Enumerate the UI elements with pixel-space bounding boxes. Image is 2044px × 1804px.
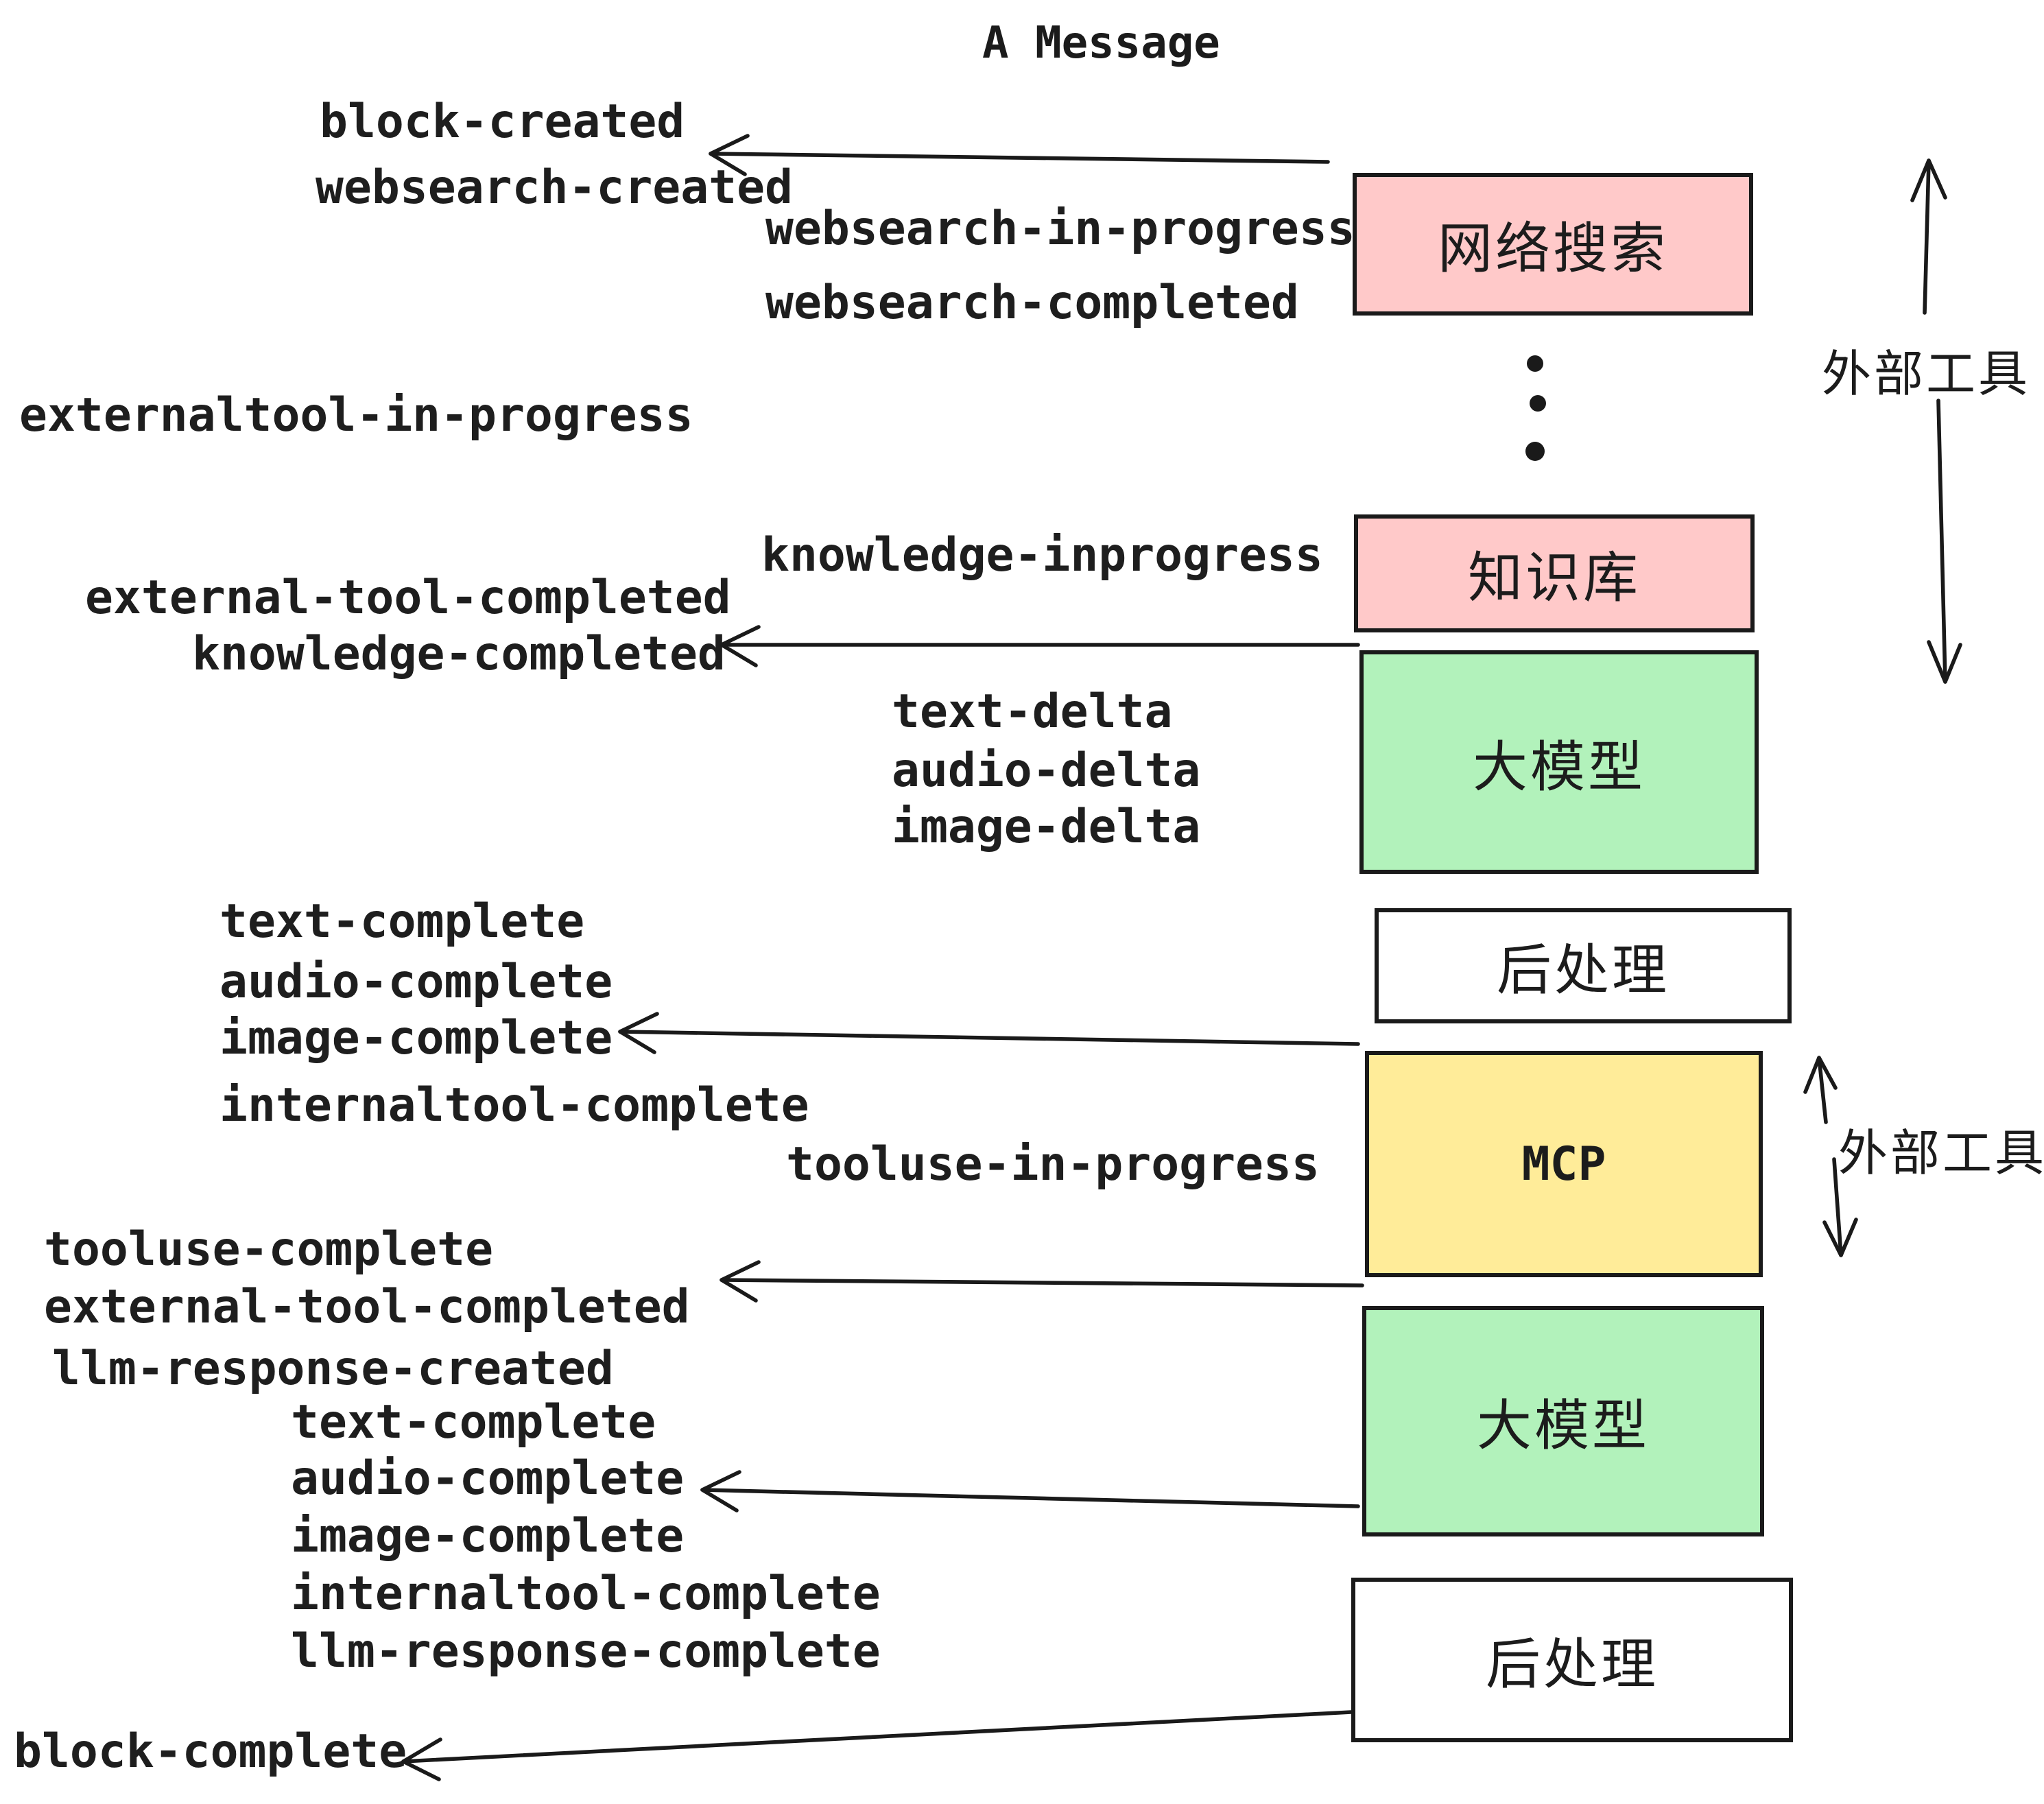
event-label-websearch-created: websearch-created	[316, 161, 793, 215]
box-postprocess-1: 后处理	[1375, 908, 1792, 1023]
event-label-text-complete-2: text-complete	[291, 1395, 656, 1450]
event-label-text-delta: text-delta	[892, 685, 1173, 739]
box-knowledge-label: 知识库	[1468, 549, 1641, 609]
arrow-knowledge-to-completed-events	[720, 625, 1360, 667]
event-label-block-complete: block-complete	[14, 1724, 407, 1779]
box-postprocess-1-label: 后处理	[1497, 941, 1669, 1001]
ellipsis-dots	[1525, 355, 1546, 461]
event-label-external-tool-completed: external-tool-completed	[85, 571, 731, 626]
event-label-websearch-in-progress: websearch-in-progress	[765, 202, 1355, 257]
event-label-text-complete: text-complete	[219, 894, 585, 949]
arrow-postprocess2-to-block-complete	[401, 1710, 1353, 1781]
box-postprocess-2: 后处理	[1351, 1578, 1793, 1742]
event-label-audio-delta: audio-delta	[892, 744, 1201, 798]
external-tools-up-arrow-top	[1910, 158, 1947, 315]
event-label-llm-response-created: llm-response-created	[52, 1342, 614, 1397]
box-llm-1-label: 大模型	[1473, 737, 1645, 798]
external-tools-down-arrow-top	[1927, 399, 1962, 684]
event-label-knowledge-completed: knowledge-completed	[192, 627, 726, 682]
event-label-image-delta: image-delta	[892, 800, 1201, 855]
box-llm-1: 大模型	[1359, 650, 1759, 874]
event-label-external-tool-completed-2: external-tool-completed	[44, 1280, 690, 1335]
external-tools-label-top: 外部工具	[1822, 346, 2031, 402]
event-label-block-created: block-created	[320, 95, 685, 150]
box-llm-2-label: 大模型	[1477, 1397, 1650, 1457]
event-label-image-complete: image-complete	[219, 1011, 613, 1066]
external-tools-label-bottom: 外部工具	[1838, 1125, 2044, 1181]
arrow-mcp-to-tooluse-events	[720, 1260, 1364, 1303]
box-mcp: MCP	[1365, 1051, 1763, 1277]
event-label-audio-complete: audio-complete	[219, 955, 613, 1010]
event-label-internaltool-complete-2: internaltool-complete	[291, 1567, 881, 1622]
box-postprocess-2-label: 后处理	[1486, 1635, 1659, 1696]
event-label-internaltool-complete: internaltool-complete	[219, 1078, 809, 1133]
box-websearch-label: 网络搜索	[1438, 219, 1668, 280]
event-label-knowledge-inprogress: knowledge-inprogress	[761, 528, 1323, 583]
box-knowledge: 知识库	[1354, 514, 1755, 632]
box-llm-2: 大模型	[1362, 1306, 1764, 1536]
event-label-audio-complete-2: audio-complete	[291, 1451, 685, 1506]
box-websearch: 网络搜索	[1353, 173, 1753, 316]
diagram-title: A Message	[982, 16, 1220, 69]
event-label-tooluse-in-progress: tooluse-in-progress	[786, 1137, 1320, 1192]
event-label-websearch-completed: websearch-completed	[765, 276, 1299, 331]
event-label-externaltool-in-progress: externaltool-in-progress	[19, 388, 693, 443]
external-tools-up-arrow-mcp	[1803, 1056, 1838, 1124]
arrow-llm2-to-complete-events	[700, 1470, 1360, 1512]
event-label-llm-response-complete: llm-response-complete	[291, 1624, 881, 1679]
box-mcp-label: MCP	[1521, 1137, 1606, 1191]
arrow-postprocess-to-complete-events	[618, 1012, 1360, 1054]
arrow-websearch-to-created-events	[709, 134, 1330, 176]
event-label-tooluse-complete: tooluse-complete	[44, 1222, 494, 1277]
event-label-image-complete-2: image-complete	[291, 1509, 685, 1564]
